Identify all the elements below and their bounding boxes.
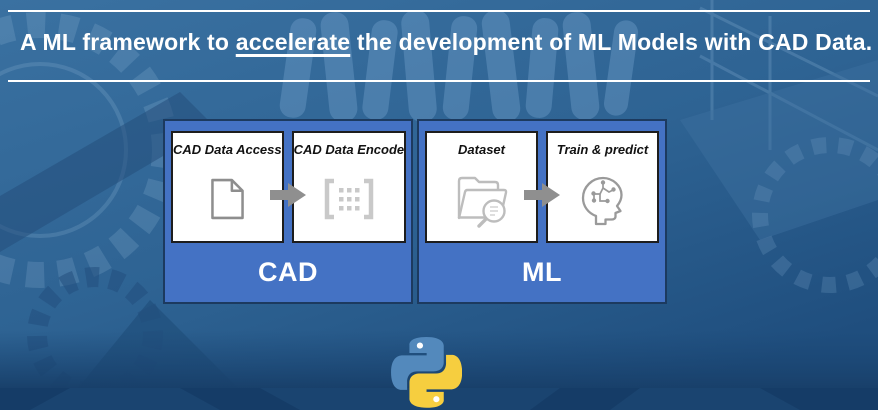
title-suffix: the development of ML Models with CAD Da…	[350, 29, 873, 55]
card-label: CAD Data Encode	[293, 142, 405, 157]
ml-group-box: Dataset Train & predict	[417, 119, 667, 304]
python-logo	[391, 337, 462, 408]
arrow-right-icon	[524, 183, 560, 207]
ml-cards-row: Dataset Train & predict	[419, 121, 665, 243]
cad-group-box: CAD Data Access CAD Data Encode	[163, 119, 413, 304]
page-title: A ML framework to accelerate the develop…	[20, 29, 872, 56]
ml-group-label: ML	[522, 257, 562, 287]
cad-cards-row: CAD Data Access CAD Data Encode	[165, 121, 411, 243]
card-cad-data-access: CAD Data Access	[171, 131, 284, 243]
document-icon	[211, 157, 244, 241]
arrow-right-icon	[270, 183, 306, 207]
card-cad-data-encode: CAD Data Encode	[291, 131, 407, 243]
title-emphasis: accelerate	[235, 29, 351, 55]
card-dataset: Dataset	[425, 131, 538, 243]
title-divider-line	[8, 80, 870, 82]
folder-search-icon	[451, 157, 513, 241]
matrix-icon	[323, 157, 375, 241]
card-label: Dataset	[458, 142, 505, 157]
card-train-predict: Train & predict	[546, 131, 659, 243]
top-divider-line	[8, 10, 870, 12]
card-label: Train & predict	[556, 142, 649, 157]
card-label: CAD Data Access	[173, 142, 282, 157]
brain-head-icon	[576, 157, 630, 241]
title-prefix: A ML framework to	[20, 29, 236, 55]
cad-group-label: CAD	[258, 257, 318, 287]
